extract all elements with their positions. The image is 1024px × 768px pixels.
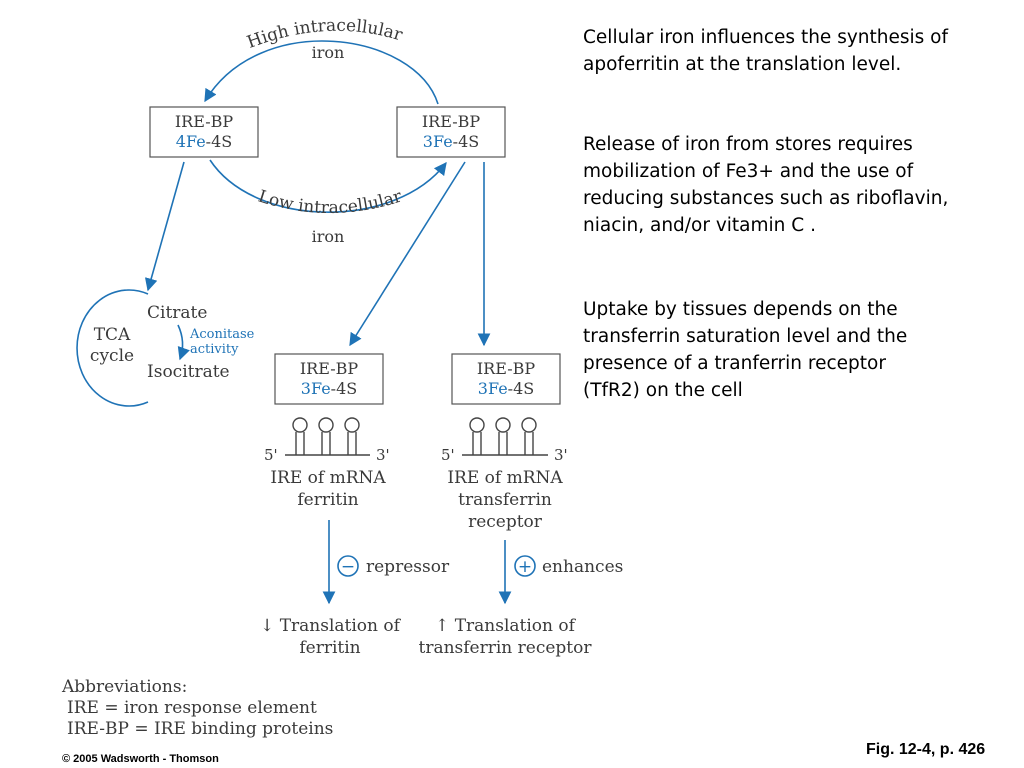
paragraph-iron-release: Release of iron from stores requires mob… bbox=[583, 134, 949, 236]
svg-text:ferritin: ferritin bbox=[297, 490, 358, 510]
ferritin-result: ↓ Translation of bbox=[260, 616, 402, 636]
svg-text:4Fe-4S: 4Fe-4S bbox=[176, 132, 232, 151]
figure-reference: Fig. 12-4, p. 426 bbox=[866, 741, 986, 758]
repressor-minus-icon: − bbox=[337, 555, 359, 577]
paragraph-cellular-iron: Cellular iron influences the synthesis o… bbox=[583, 27, 948, 75]
aconitase-arrow bbox=[177, 324, 190, 361]
arc-bottom-label-curved: Low intracellular bbox=[256, 186, 405, 218]
mrna-ferritin-3prime: 3' bbox=[376, 446, 390, 464]
box-ire-bp-4fe: IRE-BP 4Fe-4S bbox=[149, 106, 259, 158]
repressor-label: repressor bbox=[366, 557, 450, 577]
copyright-notice: © 2005 Wadsworth - Thomson bbox=[62, 753, 219, 765]
arc-top-label-iron: iron bbox=[312, 43, 345, 62]
svg-text:−: − bbox=[341, 557, 355, 577]
svg-text:ferritin: ferritin bbox=[299, 638, 360, 658]
svg-text:receptor: receptor bbox=[468, 512, 543, 532]
arrow-to-ferritin-bp bbox=[349, 161, 466, 347]
box-ire-bp-transferrin: IRE-BP 3Fe-4S bbox=[451, 353, 561, 405]
svg-text:3Fe-4S: 3Fe-4S bbox=[478, 379, 534, 398]
arc-low-iron-arrow bbox=[209, 159, 447, 213]
aconitase-label: Aconitase bbox=[189, 327, 255, 342]
isocitrate-label: Isocitrate bbox=[147, 362, 230, 382]
arrow-to-tca bbox=[144, 161, 185, 292]
mrna-transferrin-stem-loops bbox=[462, 417, 548, 456]
paragraph-tissue-uptake: Uptake by tissues depends on the transfe… bbox=[583, 299, 908, 401]
mrna-transferrin-3prime: 3' bbox=[554, 446, 568, 464]
svg-text:transferrin: transferrin bbox=[458, 490, 552, 510]
enhances-plus-icon: + bbox=[514, 555, 536, 577]
svg-text:3Fe-4S: 3Fe-4S bbox=[423, 132, 479, 151]
svg-text:IRE-BP: IRE-BP bbox=[477, 359, 536, 378]
arc-high-iron-arrow bbox=[204, 40, 439, 105]
svg-text:cycle: cycle bbox=[90, 346, 134, 366]
mrna-ferritin-caption: IRE of mRNA bbox=[270, 468, 386, 488]
tca-label: TCA bbox=[94, 325, 131, 345]
mrna-ferritin-stem-loops bbox=[285, 417, 370, 456]
svg-text:IRE-BP: IRE-BP bbox=[300, 359, 359, 378]
box-ire-bp-3fe: IRE-BP 3Fe-4S bbox=[396, 106, 506, 158]
svg-text:transferrin receptor: transferrin receptor bbox=[418, 638, 592, 658]
mrna-transferrin-5prime: 5' bbox=[441, 446, 455, 464]
abbreviations-title: Abbreviations: bbox=[61, 677, 187, 697]
mrna-ferritin-5prime: 5' bbox=[264, 446, 278, 464]
abbreviation-ire: IRE = iron response element bbox=[67, 698, 317, 718]
mrna-transferrin-caption: IRE of mRNA bbox=[447, 468, 563, 488]
svg-text:3Fe-4S: 3Fe-4S bbox=[301, 379, 357, 398]
svg-text:IRE-BP: IRE-BP bbox=[175, 112, 234, 131]
svg-text:IRE-BP: IRE-BP bbox=[422, 112, 481, 131]
svg-text:+: + bbox=[518, 557, 532, 577]
citrate-label: Citrate bbox=[147, 303, 207, 323]
svg-text:activity: activity bbox=[190, 342, 239, 357]
transferrin-result: ↑ Translation of bbox=[435, 616, 577, 636]
abbreviation-ire-bp: IRE-BP = IRE binding proteins bbox=[67, 719, 333, 739]
tca-cycle: TCA cycle Citrate Isocitrate Aconitase a… bbox=[76, 289, 255, 407]
arc-bottom-label-iron: iron bbox=[312, 227, 345, 246]
enhances-label: enhances bbox=[542, 557, 623, 577]
box-ire-bp-ferritin: IRE-BP 3Fe-4S bbox=[274, 353, 384, 405]
